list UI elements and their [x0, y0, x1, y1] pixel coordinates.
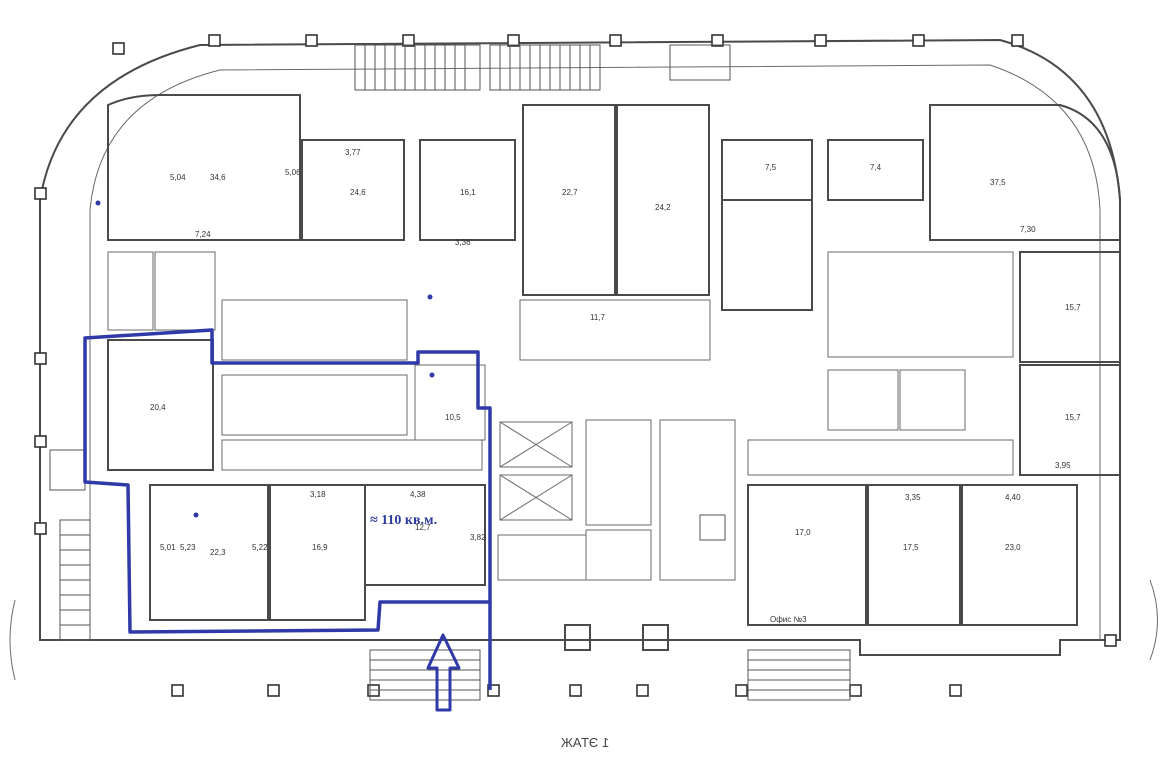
- dimension-label: 4,40: [1005, 493, 1021, 502]
- area-label: ≈ 110 кв.м.: [370, 513, 437, 528]
- room-area-label: 20,4: [150, 403, 166, 412]
- dimension-label: 5,22: [252, 543, 268, 552]
- room-area-label: 15,7: [1065, 303, 1081, 312]
- columns: [34, 34, 1117, 697]
- room-area-label: 16,1: [460, 188, 476, 197]
- room-area-label: 16,9: [312, 543, 328, 552]
- room-area-label: 22,7: [562, 188, 578, 197]
- elevators: [499, 421, 669, 651]
- dimension-label: 3,95: [1055, 461, 1071, 470]
- room-area-label: 37,5: [990, 178, 1006, 187]
- dimension-label: 5,23: [180, 543, 196, 552]
- dimension-label: 3,82: [470, 533, 486, 542]
- dimension-labels: 3,77 3,36 7,24 5,04 5,06 4,38 5,23 5,22 …: [160, 148, 1071, 552]
- room-area-label: 7,4: [870, 163, 882, 172]
- dimension-label: 4,38: [410, 490, 426, 499]
- dimension-label: 3,77: [345, 148, 361, 157]
- room-area-label: 12,7: [415, 523, 431, 532]
- floor-title: 1 ЭТАЖ: [561, 735, 609, 750]
- up-arrow-icon: [426, 633, 461, 712]
- room-area-label: 10,5: [445, 413, 461, 422]
- highlighted-area: ≈ 110 кв.м.: [83, 200, 492, 690]
- room-area-label: 17,0: [795, 528, 811, 537]
- office-label: Офис №3: [770, 615, 807, 624]
- room-area-label: 22,3: [210, 548, 226, 557]
- room-area-label: 15,7: [1065, 413, 1081, 422]
- room-area-label: 17,5: [903, 543, 919, 552]
- dimension-label: 3,18: [310, 490, 326, 499]
- room-area-label: 11,7: [590, 313, 606, 322]
- dimension-label: 7,30: [1020, 225, 1036, 234]
- room-labels: 34,6 24,6 16,1 22,7 24,2 7,5 7,4 37,5 20…: [150, 163, 1081, 624]
- room-area-label: 7,5: [765, 163, 777, 172]
- dimension-label: 3,35: [905, 493, 921, 502]
- stairs: [49, 44, 851, 701]
- room-area-label: 24,6: [350, 188, 366, 197]
- dimension-label: 5,01: [160, 543, 176, 552]
- room-area-label: 34,6: [210, 173, 226, 182]
- dimension-label: 3,36: [455, 238, 471, 247]
- dimension-label: 5,06: [285, 168, 301, 177]
- dimension-label: 5,04: [170, 173, 186, 182]
- dimension-label: 7,24: [195, 230, 211, 239]
- floor-label: 1 ЭТАЖ: [561, 735, 609, 750]
- room-area-label: 23,0: [1005, 543, 1021, 552]
- room-walls: [107, 94, 1121, 626]
- room-area-label: 24,2: [655, 203, 671, 212]
